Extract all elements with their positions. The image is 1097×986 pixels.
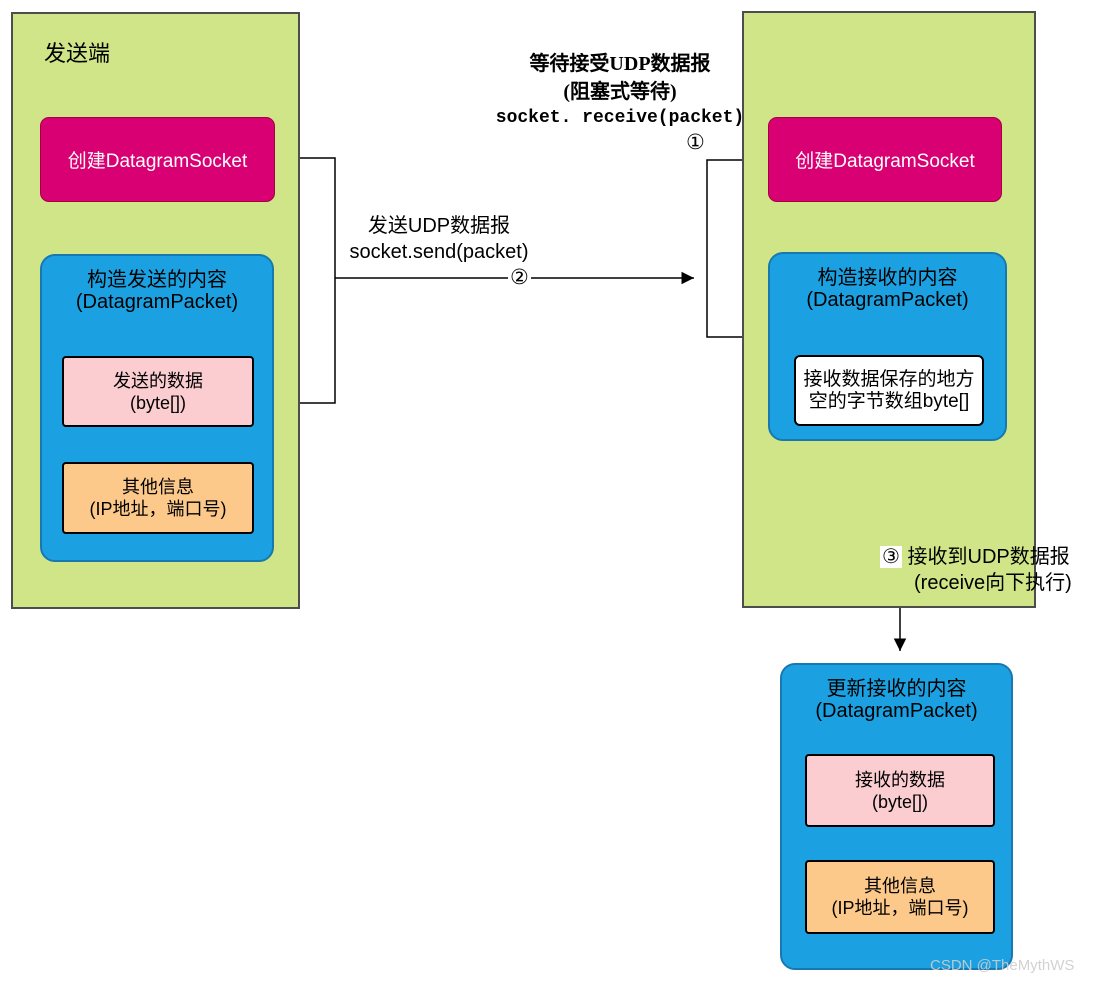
sender-info-line2: (IP地址，端口号) [89,499,227,519]
receiver-buffer-box: 接收数据保存的地方 空的字节数组byte[] [794,355,984,426]
receive-annotation-text1: 接收到UDP数据报 [907,546,1070,568]
sender-panel: 发送端 创建DatagramSocket 构造发送的内容 (DatagramPa… [11,12,300,609]
result-packet-box: 更新接收的内容 (DatagramPacket) 接收的数据 (byte[]) … [780,663,1013,970]
send-annotation-line1: 发送UDP数据报 [367,215,511,237]
sender-data-box: 发送的数据 (byte[]) [62,356,254,427]
sender-packet-title-line1: 构造发送的内容 [87,269,227,291]
receive-annotation-line1: ③ 接收到UDP数据报 [880,544,1095,570]
step-1-badge: ① [684,131,707,154]
receiver-packet-box: 构造接收的内容 (DatagramPacket) 接收数据保存的地方 空的字节数… [768,252,1007,441]
step-3-badge: ③ [880,546,902,568]
receiver-packet-title: 构造接收的内容 (DatagramPacket) [770,267,1005,311]
result-info-box: 其他信息 (IP地址，端口号) [805,860,995,934]
result-info-line2: (IP地址，端口号) [831,898,969,918]
result-data-line1: 接收的数据 [855,769,945,790]
sender-create-socket-label: 创建DatagramSocket [67,151,248,172]
wait-receive-annotation: 等待接受UDP数据报 (阻塞式等待) socket. receive(packe… [486,50,754,130]
send-annotation: 发送UDP数据报 socket.send(packet) [335,213,543,265]
sender-packet-title: 构造发送的内容 (DatagramPacket) [42,269,272,313]
wait-annotation-line1: 等待接受UDP数据报 [529,53,711,75]
send-annotation-code: socket.send(packet) [349,241,529,263]
receiver-buffer-line2: 空的字节数组byte[] [808,390,970,412]
sender-panel-label: 发送端 [44,41,111,66]
receiver-buffer-line1: 接收数据保存的地方 [803,368,975,390]
sender-packet-title-line2: (DatagramPacket) [75,291,239,313]
csdn-watermark: CSDN @TheMythWS [930,957,1075,974]
result-data-box: 接收的数据 (byte[]) [805,754,995,827]
step-2-badge: ② [508,266,531,289]
receiver-create-socket-label: 创建DatagramSocket [795,151,975,172]
receive-annotation: ③ 接收到UDP数据报 (receive向下执行) [880,544,1095,596]
result-packet-title-line2: (DatagramPacket) [815,700,978,722]
receiver-packet-title-line2: (DatagramPacket) [806,289,969,311]
result-packet-title-line1: 更新接收的内容 [826,678,967,700]
sender-info-line1: 其他信息 [122,477,194,497]
receive-annotation-line2: (receive向下执行) [914,572,1072,594]
sender-data-line1: 发送的数据 [113,370,203,391]
result-data-line2: (byte[]) [871,791,928,812]
sender-data-line2: (byte[]) [129,392,186,413]
result-packet-title: 更新接收的内容 (DatagramPacket) [782,678,1011,722]
sender-packet-box: 构造发送的内容 (DatagramPacket) 发送的数据 (byte[]) … [40,254,274,562]
receiver-create-socket-box: 创建DatagramSocket [768,117,1002,202]
sender-create-socket-box: 创建DatagramSocket [40,117,275,202]
sender-info-box: 其他信息 (IP地址，端口号) [62,462,254,534]
wait-annotation-code: socket. receive(packet) [495,108,745,128]
receiver-panel: 创建DatagramSocket 构造接收的内容 (DatagramPacket… [742,11,1036,608]
receiver-packet-title-line1: 构造接收的内容 [817,267,958,289]
wait-annotation-line2: (阻塞式等待) [563,81,677,103]
result-info-line1: 其他信息 [864,876,936,896]
